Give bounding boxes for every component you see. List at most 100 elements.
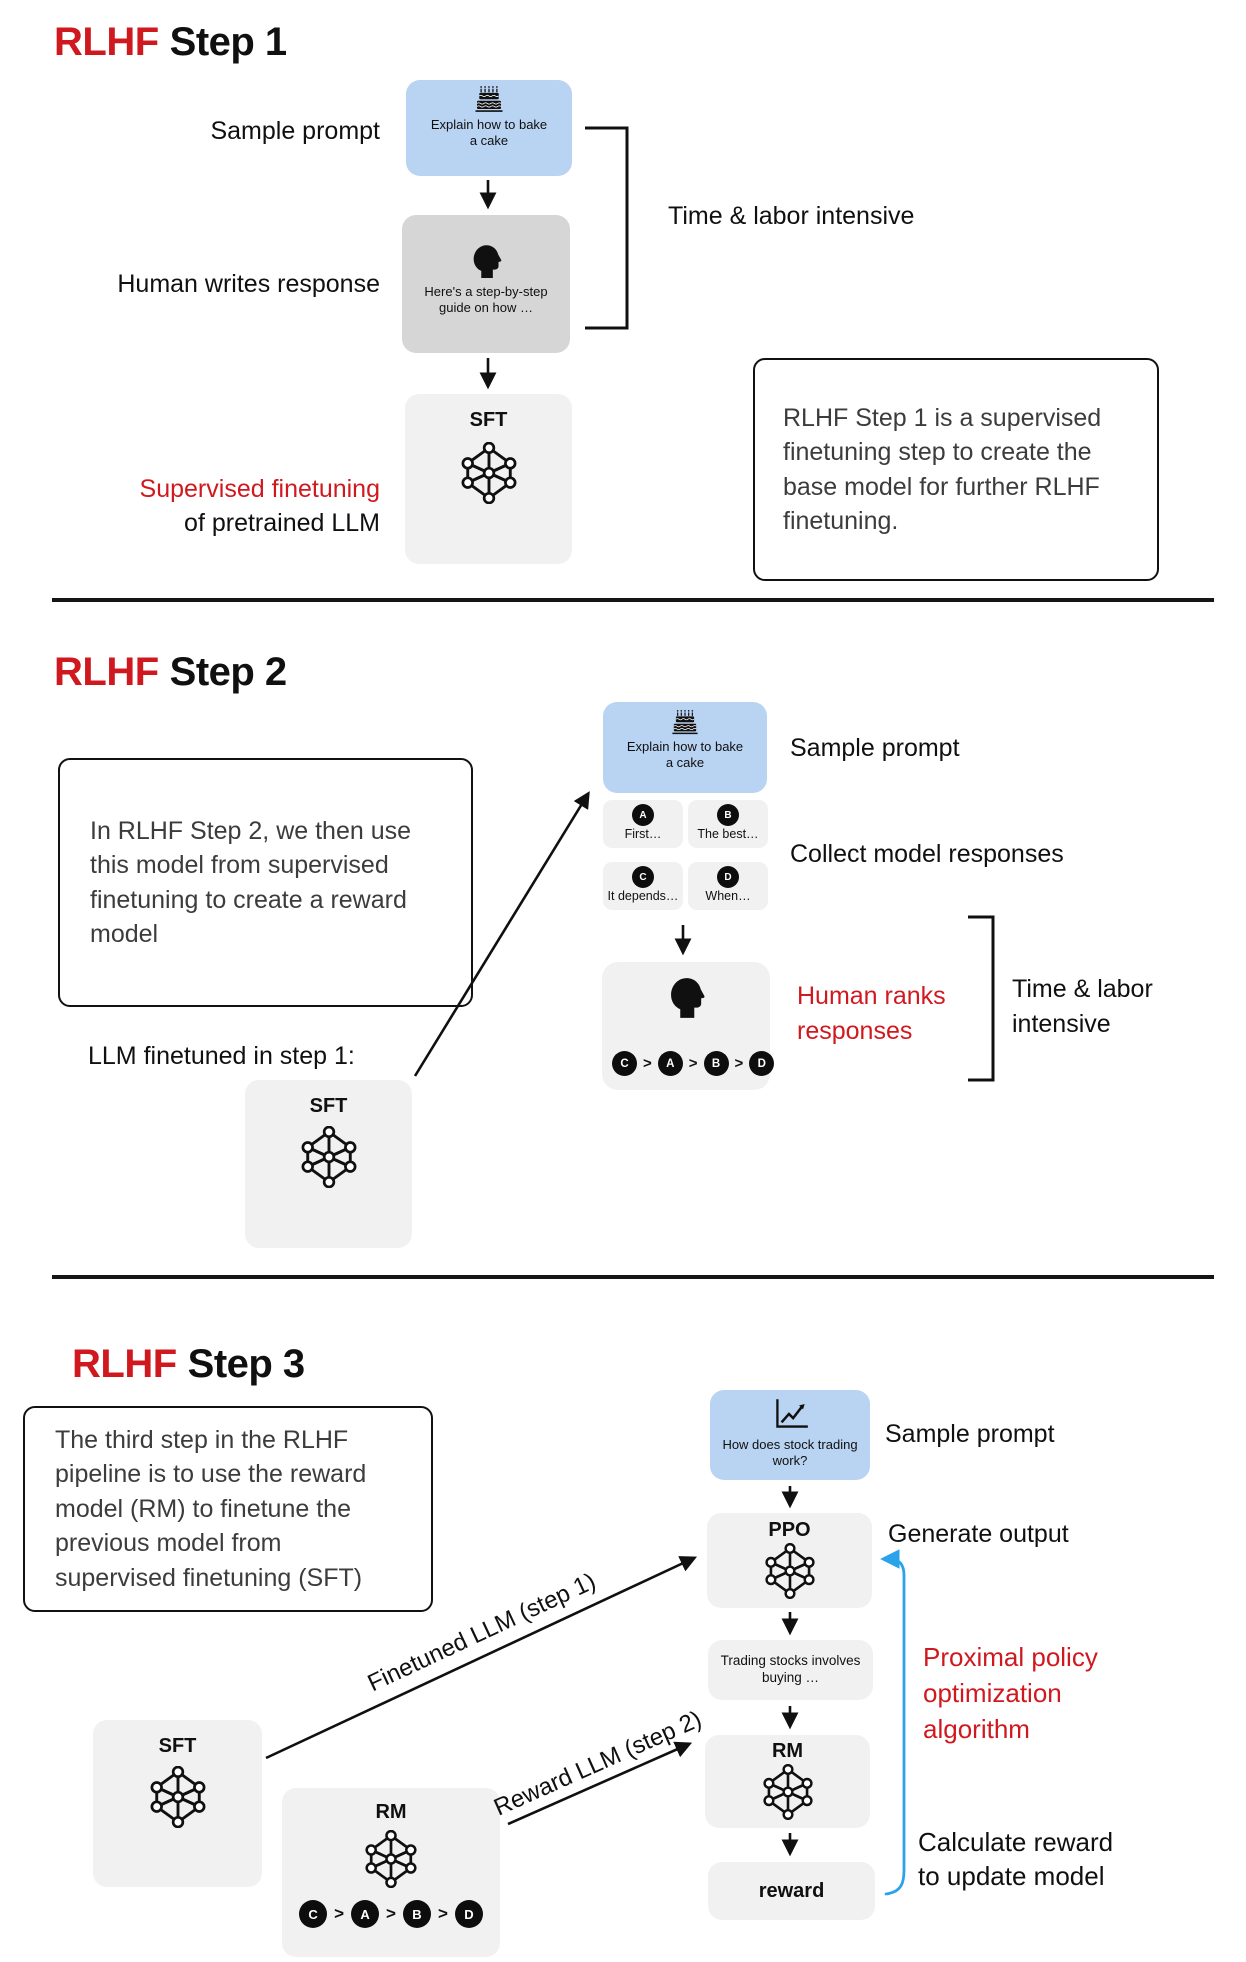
sft-box-step2: SFT (245, 1080, 412, 1248)
response-badge: C (632, 866, 654, 888)
rm-box-right: RM (705, 1735, 870, 1828)
response-text: The best… (697, 827, 759, 841)
section-divider (52, 1275, 1214, 1279)
reward-arrow-label: Reward LLM (step 2) (489, 1705, 706, 1822)
rank-badge: C (299, 1900, 328, 1928)
sample-prompt-label-step3: Sample prompt (885, 1420, 1055, 1448)
network-icon (364, 1830, 418, 1888)
collect-responses-label: Collect model responses (790, 840, 1064, 868)
step2-note-box: In RLHF Step 2, we then use this model f… (58, 758, 473, 1007)
ranking-row-step3: C > A > B > D (299, 1900, 483, 1928)
model-output-text: Trading stocks involves buying … (720, 1653, 861, 1685)
network-icon (762, 1764, 814, 1820)
calc-reward-label-line2: to update model (918, 1861, 1105, 1891)
time-labor-label-step2-line2: intensive (1012, 1010, 1111, 1038)
cake-icon (474, 85, 504, 115)
ppo-red-label-line1: Proximal policy (923, 1642, 1098, 1672)
person-icon (663, 973, 709, 1019)
sample-prompt-label-step1: Sample prompt (210, 117, 380, 145)
response-badge: A (632, 804, 654, 826)
generate-output-label: Generate output (888, 1520, 1069, 1548)
step3-title-rest: Step 3 (187, 1342, 306, 1386)
ppo-red-label-line3: algorithm (923, 1714, 1030, 1744)
response-card-a: A First… (603, 800, 683, 848)
response-text: When… (705, 889, 751, 903)
response-card-d: D When… (688, 862, 768, 910)
greater-than: > (734, 1055, 744, 1072)
rm-box-left: RM C > A > B > D (282, 1788, 500, 1957)
network-icon (764, 1543, 816, 1599)
prompt-box-step1: Explain how to bake a cake (406, 80, 572, 176)
step2-title-rest: Step 2 (169, 650, 288, 694)
sft-box-step3: SFT (93, 1720, 262, 1887)
ppo-box: PPO (707, 1513, 872, 1608)
network-icon (149, 1766, 207, 1828)
step1-title-rest: Step 1 (169, 20, 288, 64)
prompt-box-step2-text: Explain how to bake a cake (626, 739, 744, 771)
sft-box-step2-label: SFT (309, 1095, 348, 1117)
response-text: It depends… (607, 889, 679, 903)
prompt-box-step3-text: How does stock trading work? (722, 1437, 858, 1469)
greater-than: > (334, 1904, 345, 1923)
step2-title-accent: RLHF (54, 650, 159, 694)
step3-note-box: The third step in the RLHF pipeline is t… (23, 1406, 433, 1612)
llm-finetuned-label: LLM finetuned in step 1: (88, 1042, 355, 1070)
response-badge: D (717, 866, 739, 888)
prompt-box-step1-text: Explain how to bake a cake (430, 117, 548, 149)
network-icon (460, 442, 518, 504)
pretrained-llm-label: of pretrained LLM (184, 509, 380, 537)
ppo-box-label: PPO (768, 1519, 811, 1541)
ranking-row-step2: C > A > B > D (612, 1051, 775, 1076)
sft-box-step1-label: SFT (469, 409, 508, 431)
time-labor-label-step2-line1: Time & labor (1012, 975, 1153, 1003)
rm-box-right-label: RM (771, 1740, 804, 1762)
greater-than: > (643, 1055, 652, 1072)
rank-badge: A (657, 1051, 683, 1076)
supervised-finetuning-label: Supervised finetuning (139, 475, 380, 503)
reward-box: reward (708, 1862, 875, 1920)
sft-box-step3-label: SFT (158, 1735, 197, 1757)
step2-note-text: In RLHF Step 2, we then use this model f… (90, 816, 412, 949)
rank-badge: B (703, 1051, 729, 1076)
rank-badge: C (612, 1051, 637, 1076)
calc-reward-label-line1: Calculate reward (918, 1827, 1114, 1857)
greater-than: > (437, 1904, 448, 1923)
sft-box-step1: SFT (405, 394, 572, 564)
step3-title-accent: RLHF (72, 1342, 177, 1386)
greater-than: > (386, 1904, 396, 1923)
cake-icon (671, 709, 699, 737)
reward-box-label: reward (758, 1880, 825, 1902)
human-writes-label: Human writes response (117, 270, 380, 298)
section-divider (52, 598, 1214, 602)
prompt-box-step3: How does stock trading work? (710, 1390, 870, 1480)
response-card-b: B The best… (688, 800, 768, 848)
ppo-red-label-line2: optimization (923, 1678, 1062, 1708)
rank-badge: D (454, 1900, 483, 1928)
response-card-c: C It depends… (603, 862, 683, 910)
human-response-text: Here's a step-by-step guide on how … (424, 284, 548, 316)
human-response-box: Here's a step-by-step guide on how … (402, 215, 570, 353)
human-ranks-box: C > A > B > D (602, 962, 775, 1090)
greater-than: > (688, 1055, 698, 1072)
rank-badge: B (402, 1900, 431, 1928)
rm-box-left-label: RM (375, 1801, 407, 1823)
step1-note-box: RLHF Step 1 is a supervised finetuning s… (753, 358, 1159, 581)
step1-title-accent: RLHF (54, 20, 159, 64)
model-output-box: Trading stocks involves buying … (708, 1640, 873, 1700)
step1-note-text: RLHF Step 1 is a supervised finetuning s… (783, 403, 1102, 536)
time-labor-label-step1: Time & labor intensive (668, 202, 915, 230)
rank-badge: D (749, 1051, 775, 1076)
step3-note-text: The third step in the RLHF pipeline is t… (55, 1425, 367, 1592)
response-badge: B (717, 804, 739, 826)
sample-prompt-label-step2: Sample prompt (790, 734, 960, 762)
stock-chart-icon (769, 1394, 811, 1436)
network-icon (300, 1126, 358, 1188)
prompt-box-step2: Explain how to bake a cake (603, 702, 767, 793)
person-icon (467, 241, 505, 279)
rank-badge: A (351, 1900, 380, 1928)
response-text: First… (624, 827, 662, 841)
